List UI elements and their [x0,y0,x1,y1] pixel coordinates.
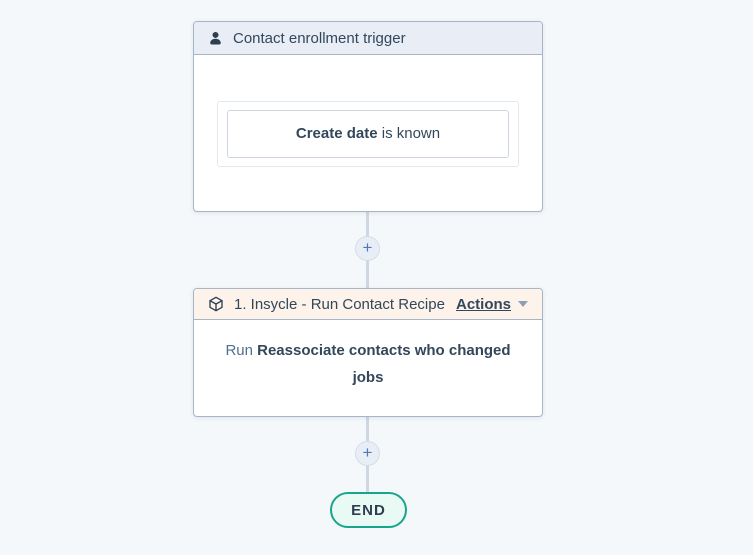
contact-icon [208,31,223,46]
enrollment-criteria[interactable]: Create date is known [227,109,509,158]
end-label: END [351,501,386,519]
actions-label: Actions [455,295,511,313]
plus-icon: + [362,443,373,462]
chevron-down-icon [518,301,528,307]
actions-dropdown-button[interactable]: Actions [456,296,528,313]
workflow-end-node: END [330,492,407,528]
action-body-recipe-name: Reassociate contacts who changed jobs [257,342,511,386]
action-card-title: 1. Insycle - Run Contact Recipe [234,295,445,313]
criteria-operator: is known [377,125,441,142]
trigger-card-title: Contact enrollment trigger [233,29,406,47]
action-card-body: Run Reassociate contacts who changed job… [194,320,542,391]
action-card-header: 1. Insycle - Run Contact Recipe Actions [194,289,542,320]
cube-icon [208,296,224,312]
trigger-card-header: Contact enrollment trigger [194,22,542,55]
add-action-button-top[interactable]: + [355,236,380,261]
plus-icon: + [362,238,373,257]
enrollment-criteria-zone: Create date is known [217,100,519,167]
action-body-prefix: Run [225,342,258,359]
add-action-button-bottom[interactable]: + [355,441,380,466]
contact-enrollment-trigger-card[interactable]: Contact enrollment trigger Create date i… [193,21,543,212]
criteria-text: Create date is known [296,125,440,142]
criteria-property: Create date [295,125,378,142]
insycle-action-card[interactable]: 1. Insycle - Run Contact Recipe Actions … [193,288,543,417]
trigger-card-body: Create date is known [194,55,542,212]
